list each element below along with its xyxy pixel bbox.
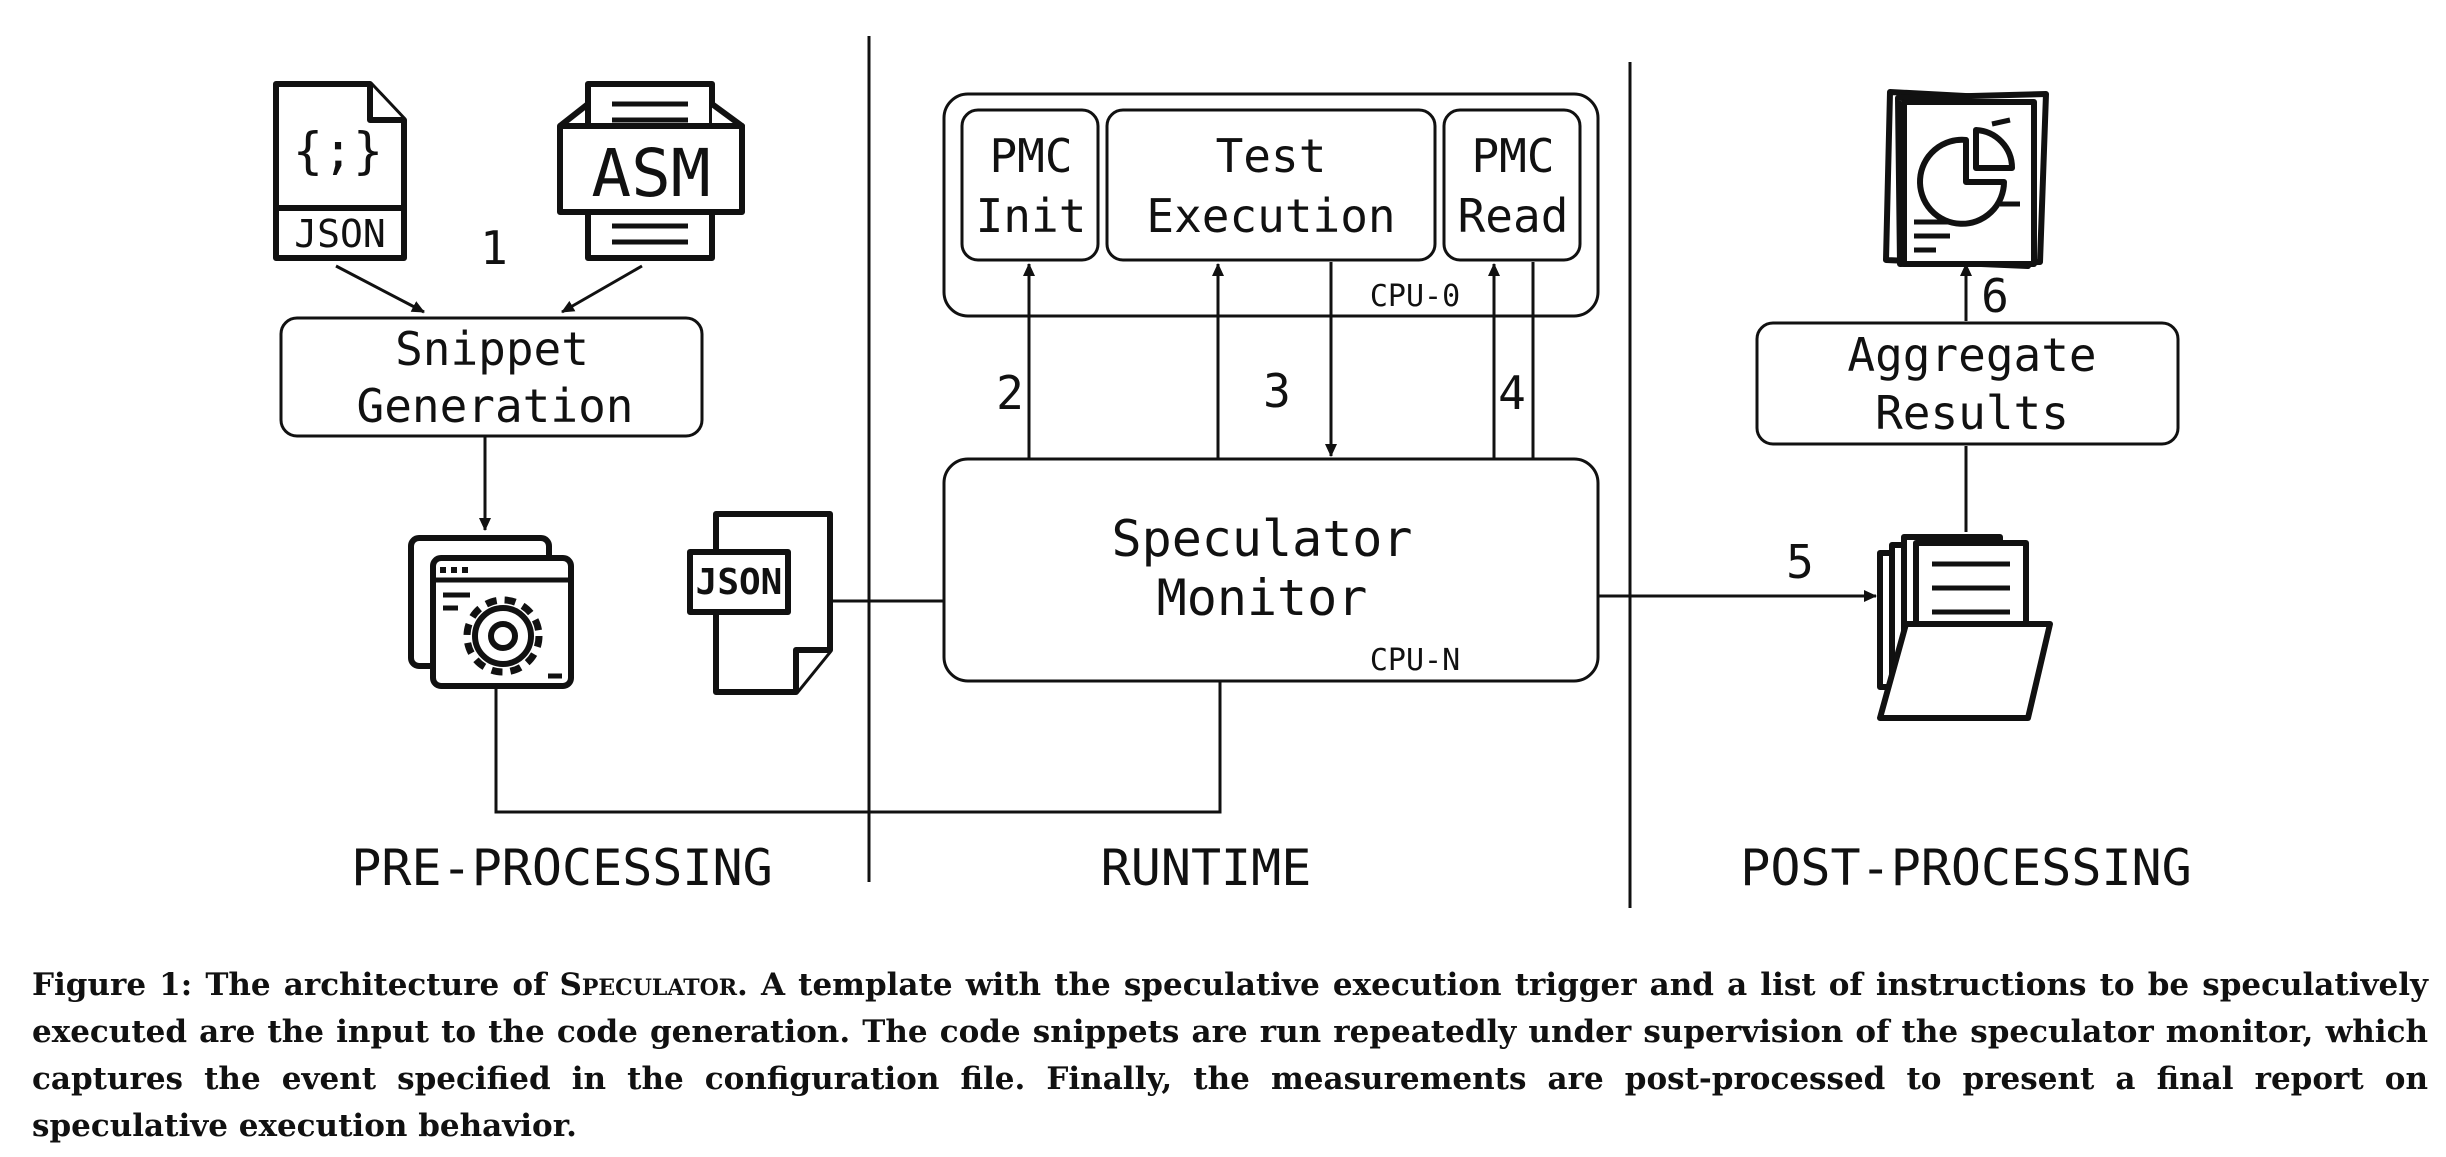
json-braces-text: {;} xyxy=(293,122,383,180)
json-file-icon: {;} JSON xyxy=(273,81,407,261)
step-4-label: 4 xyxy=(1498,366,1526,420)
step-1-label: 1 xyxy=(480,221,508,275)
pmc-init-box: PMC Init xyxy=(960,108,1100,262)
phase-label-runtime: RUNTIME xyxy=(1101,839,1312,897)
test-execution-line1: Test xyxy=(1216,129,1327,183)
json-config-label-text: JSON xyxy=(696,562,783,603)
speculator-monitor-line1: Speculator xyxy=(1111,510,1412,568)
step-5-label: 5 xyxy=(1786,535,1814,589)
aggregate-results-line1: Aggregate xyxy=(1847,328,2096,382)
test-execution-box: Test Execution xyxy=(1105,108,1437,262)
aggregate-results-line2: Results xyxy=(1875,386,2069,440)
phase-label-post-processing: POST-PROCESSING xyxy=(1740,839,2192,897)
step-3-label: 3 xyxy=(1263,364,1291,418)
aggregate-results-box: Aggregate Results xyxy=(1755,321,2180,446)
speculator-monitor-line2: Monitor xyxy=(1157,569,1368,627)
report-chart-icon xyxy=(1883,89,2049,269)
asm-label-text: ASM xyxy=(591,135,710,212)
pmc-read-line1: PMC xyxy=(1471,129,1554,183)
cpun-label: CPU-N xyxy=(1370,643,1460,678)
speculator-monitor-box: Speculator Monitor CPU-N xyxy=(942,457,1600,683)
phase-label-pre-processing: PRE-PROCESSING xyxy=(351,839,772,897)
step-6-label: 6 xyxy=(1981,269,2009,323)
code-settings-icon xyxy=(408,535,574,689)
folder-files-icon xyxy=(1877,534,2053,721)
snippet-generation-line1: Snippet xyxy=(395,322,589,376)
asm-file-icon: ASM xyxy=(557,81,745,261)
snippet-generation-line2: Generation xyxy=(357,379,634,433)
caption-text: . A template with the speculative execut… xyxy=(32,967,2428,1144)
json-config-file-icon: JSON xyxy=(687,511,833,695)
caption-prefix: Figure 1: The architecture of xyxy=(32,967,560,1003)
pmc-init-line1: PMC xyxy=(989,129,1072,183)
pmc-read-box: PMC Read xyxy=(1442,108,1582,262)
test-execution-line2: Execution xyxy=(1146,189,1395,243)
cpu0-label: CPU-0 xyxy=(1370,279,1460,314)
snippet-generation-box: Snippet Generation xyxy=(279,316,704,438)
figure-caption: Figure 1: The architecture of Speculator… xyxy=(32,962,2428,1150)
architecture-diagram: {;} JSON ASM 1 Snippet Generation xyxy=(273,36,2192,908)
caption-system-name: Speculator xyxy=(559,967,738,1003)
pmc-read-line2: Read xyxy=(1458,189,1569,243)
step-2-label: 2 xyxy=(996,366,1024,420)
pmc-init-line2: Init xyxy=(976,189,1087,243)
json-label-text: JSON xyxy=(294,212,386,256)
